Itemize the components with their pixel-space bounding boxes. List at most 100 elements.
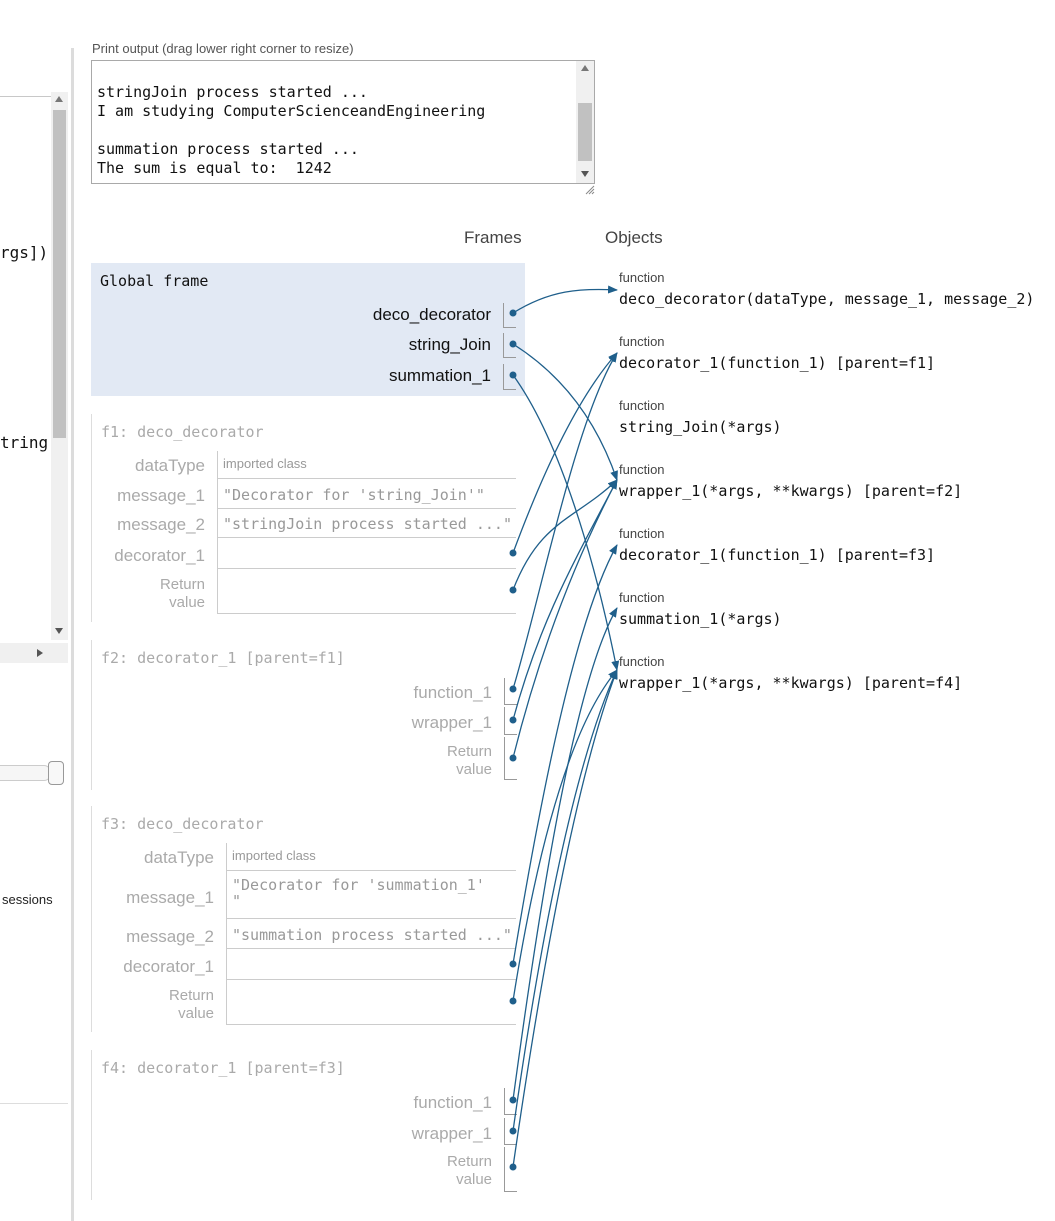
pointer-dot <box>509 960 517 968</box>
pointer-cell <box>504 678 517 705</box>
output-line: stringJoin process started ... <box>97 83 368 101</box>
scroll-down-arrow-icon[interactable] <box>581 171 589 177</box>
var-name: message_1 <box>117 486 205 505</box>
scrollbar-thumb[interactable] <box>53 110 66 438</box>
frame-title: f3: deco_decorator <box>101 815 264 833</box>
scroll-right-arrow-icon[interactable] <box>37 649 43 657</box>
object-type-label: function <box>619 334 665 349</box>
frame-title: Global frame <box>100 272 209 290</box>
pointer-arrow <box>512 669 618 1168</box>
frame-f4: f4: decorator_1 [parent=f3] function_1 w… <box>91 1050 526 1200</box>
output-line: I am studying ComputerScienceandEngineer… <box>97 102 486 120</box>
pointer-dot <box>509 586 517 594</box>
pointer-arrow <box>512 669 618 1132</box>
objects-header: Objects <box>605 228 663 247</box>
print-output-scrollbar[interactable] <box>576 61 594 183</box>
code-vertical-scrollbar[interactable] <box>51 92 68 640</box>
pointer-dot <box>509 549 517 557</box>
left-divider-line <box>0 1103 68 1104</box>
var-value: "summation process started ..." <box>226 919 516 949</box>
frame-f3: f3: deco_decorator dataType imported cla… <box>91 806 526 1032</box>
pointer-cell <box>504 1088 517 1115</box>
frame-title: f4: decorator_1 [parent=f3] <box>101 1059 345 1077</box>
pointer-arrow <box>512 544 618 965</box>
scrollbar-thumb[interactable] <box>578 103 592 161</box>
var-name: summation_1 <box>388 366 491 385</box>
pointer-dot <box>509 309 517 317</box>
pointer-cell <box>504 1147 517 1192</box>
sessions-text: sessions <box>2 892 53 907</box>
pointer-cell <box>504 707 517 735</box>
var-name: wrapper_1 <box>411 1124 492 1143</box>
var-value: "stringJoin process started ..." <box>217 509 516 538</box>
var-value: imported class <box>217 451 516 479</box>
var-name: dataType <box>144 848 214 867</box>
var-name: message_1 <box>126 888 214 907</box>
var-value <box>217 538 516 569</box>
pointer-dot <box>509 1127 517 1135</box>
global-frame: Global frame deco_decorator string_Join … <box>91 263 525 396</box>
pointer-cell <box>503 333 516 358</box>
function-object: wrapper_1(*args, **kwargs) [parent=f4] <box>619 674 963 692</box>
pointer-cell <box>504 737 517 780</box>
pointer-dot <box>509 685 517 693</box>
scroll-up-arrow-icon[interactable] <box>581 65 589 71</box>
print-output-box[interactable]: stringJoin process started ... I am stud… <box>91 60 595 184</box>
frame-title: f1: deco_decorator <box>101 423 264 441</box>
function-object: string_Join(*args) <box>619 418 782 436</box>
frame-title: f2: decorator_1 [parent=f1] <box>101 649 345 667</box>
output-line: The sum is equal to: 1242 <box>97 159 332 177</box>
object-type-label: function <box>619 398 665 413</box>
pointer-arrow <box>512 374 620 671</box>
var-name: wrapper_1 <box>411 713 492 732</box>
frame-f2: f2: decorator_1 [parent=f1] function_1 w… <box>91 640 526 790</box>
pointer-dot <box>509 1163 517 1171</box>
pointer-dot <box>509 754 517 762</box>
function-object: decorator_1(function_1) [parent=f3] <box>619 546 936 564</box>
var-name: decorator_1 <box>114 546 205 565</box>
code-editor-panel[interactable]: rgs]) tring <box>0 96 51 665</box>
object-type-label: function <box>619 462 665 477</box>
scroll-up-arrow-icon[interactable] <box>55 96 63 102</box>
function-object: wrapper_1(*args, **kwargs) [parent=f2] <box>619 482 963 500</box>
scroll-down-arrow-icon[interactable] <box>55 628 63 634</box>
function-object: deco_decorator(dataType, message_1, mess… <box>619 290 1035 308</box>
pointer-arrow <box>512 607 618 1101</box>
return-value-cell <box>226 980 516 1025</box>
pointer-dot <box>509 716 517 724</box>
panel-divider[interactable] <box>71 48 74 1221</box>
var-name: message_2 <box>126 927 214 946</box>
print-output-label: Print output (drag lower right corner to… <box>92 41 354 56</box>
frame-f1: f1: deco_decorator dataType imported cla… <box>91 414 526 622</box>
code-horizontal-scrollbar[interactable] <box>0 643 68 663</box>
var-value: imported class <box>226 843 516 871</box>
return-value-cell <box>217 569 516 614</box>
pointer-dot <box>509 340 517 348</box>
var-value: "Decorator for 'string_Join'" <box>217 479 516 509</box>
pointer-arrow <box>512 669 618 1002</box>
object-type-label: function <box>619 654 665 669</box>
object-type-label: function <box>619 526 665 541</box>
pointer-dot <box>509 371 517 379</box>
code-fragment: tring <box>0 433 49 452</box>
pointer-cell <box>503 303 516 328</box>
var-name: deco_decorator <box>372 305 491 324</box>
var-value <box>226 949 516 980</box>
pointer-arrow <box>512 479 618 759</box>
pointer-cell <box>503 364 516 390</box>
step-slider-handle[interactable] <box>48 761 64 785</box>
pointer-cell <box>504 1118 517 1145</box>
object-type-label: function <box>619 590 665 605</box>
pointer-arrow <box>512 285 618 314</box>
function-object: summation_1(*args) <box>619 610 782 628</box>
resize-grip-icon[interactable] <box>585 185 595 195</box>
var-value: "Decorator for 'summation_1' " <box>226 871 516 919</box>
var-name: string_Join <box>408 335 491 354</box>
pointer-arrow <box>512 479 618 591</box>
output-line: summation process started ... <box>97 140 359 158</box>
